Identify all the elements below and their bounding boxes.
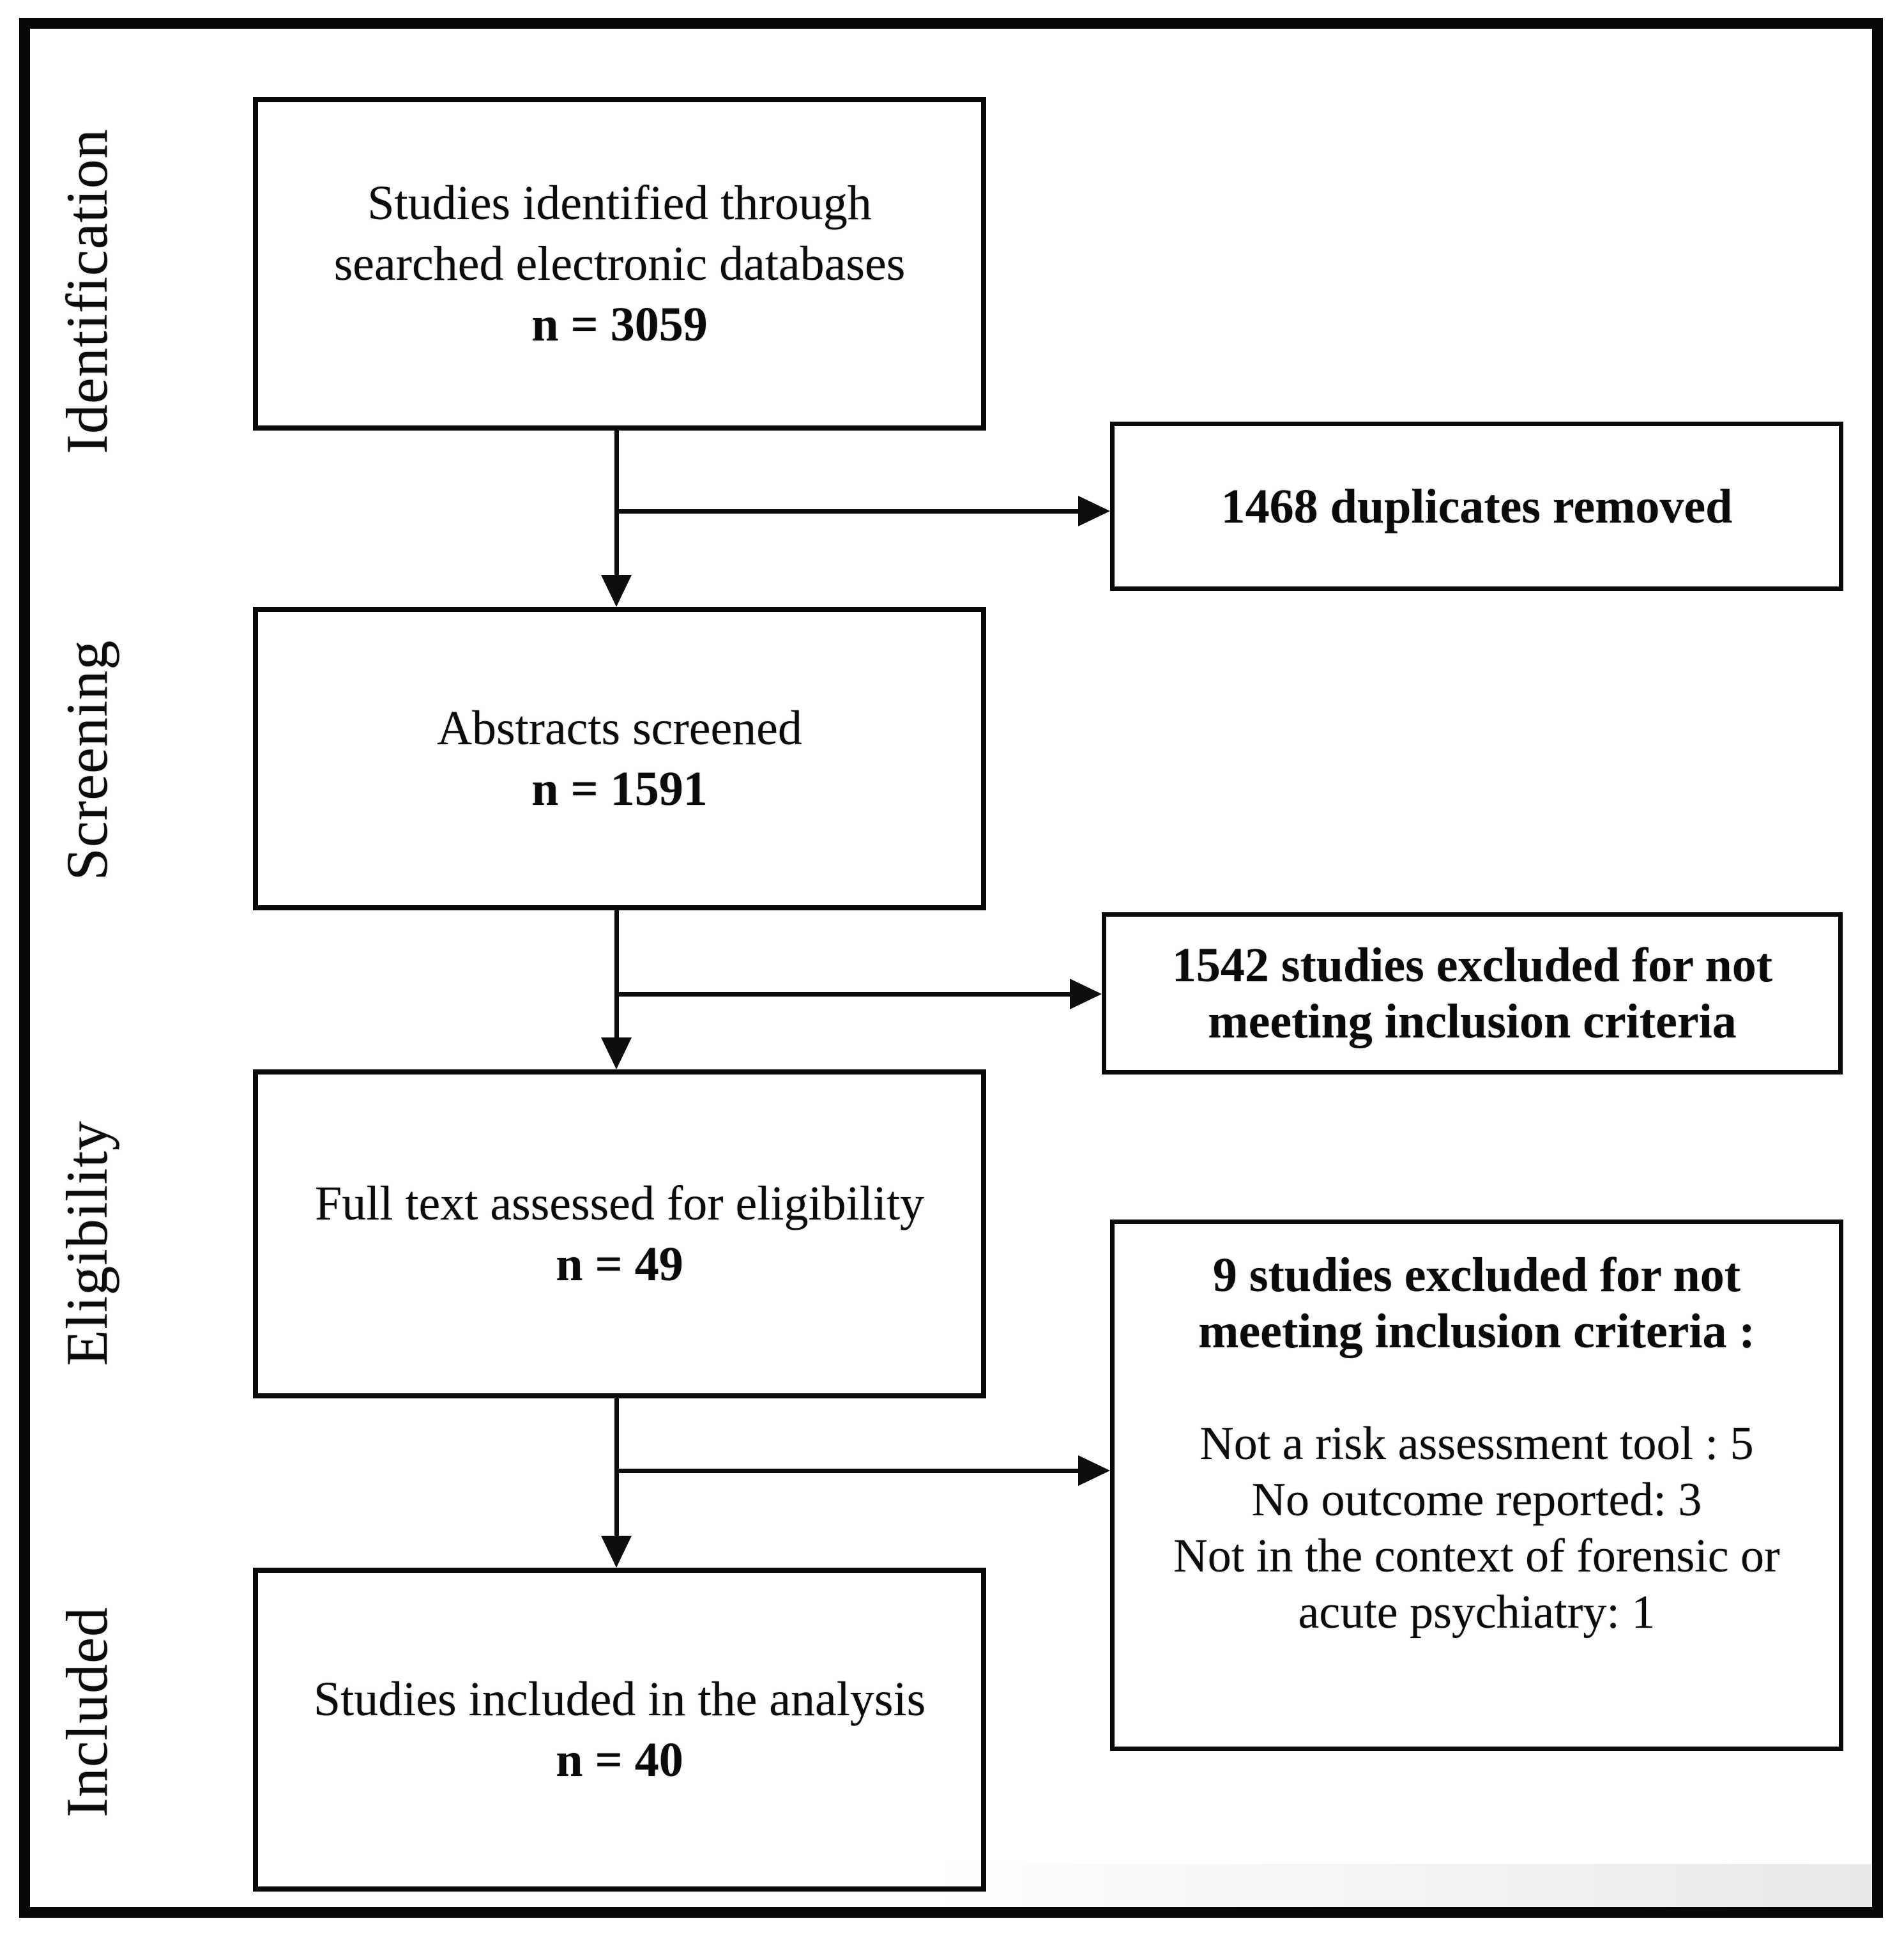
box-count: n = 1591 (531, 761, 708, 816)
stage-label-included: Included (54, 1607, 119, 1817)
connector-line (614, 431, 619, 576)
flow-box-fulltext-assessed: Full text assessed for eligibility n = 4… (253, 1069, 986, 1398)
box-count: n = 49 (556, 1237, 683, 1291)
box-text: Studies included in the analysis (313, 1672, 926, 1726)
flow-box-studies-identified: Studies identified through searched elec… (253, 97, 986, 431)
right-arrowhead-icon (1070, 979, 1102, 1009)
connector-line (614, 1398, 619, 1537)
right-arrowhead-icon (1078, 1455, 1110, 1486)
stage-label-screening: Screening (54, 639, 119, 881)
box-text: Abstracts screened (437, 701, 802, 755)
side-box-duplicates-removed: 1468 duplicates removed (1110, 422, 1843, 591)
connector-line (614, 509, 1079, 514)
box-text: Studies identified through searched elec… (333, 176, 906, 291)
right-arrowhead-icon (1078, 496, 1110, 526)
side-box-excluded-fulltext: 9 studies excluded for not meeting inclu… (1110, 1220, 1843, 1751)
box-count: n = 3059 (531, 297, 708, 351)
down-arrowhead-icon (601, 1037, 632, 1069)
connector-line (614, 992, 1071, 997)
flow-box-abstracts-screened: Abstracts screened n = 1591 (253, 607, 986, 910)
side-box-excluded-screening: 1542 studies excluded for not meeting in… (1102, 912, 1843, 1075)
connector-line (614, 1469, 1079, 1473)
down-arrowhead-icon (601, 575, 632, 607)
connector-line (614, 910, 619, 1039)
box-count: n = 40 (556, 1732, 683, 1787)
stage-label-eligibility: Eligibility (54, 1120, 119, 1366)
box-text: Full text assessed for eligibility (314, 1176, 925, 1230)
stage-label-identification: Identification (54, 128, 119, 454)
down-arrowhead-icon (601, 1536, 632, 1568)
side-box-details: Not a risk assessment tool : 5 No outcom… (1173, 1418, 1780, 1639)
side-box-heading: 9 studies excluded for not meeting inclu… (1198, 1248, 1755, 1358)
side-box-text: 1468 duplicates removed (1221, 479, 1733, 533)
flow-box-studies-included: Studies included in the analysis n = 40 (253, 1568, 986, 1892)
side-box-text: 1542 studies excluded for not meeting in… (1171, 938, 1773, 1048)
